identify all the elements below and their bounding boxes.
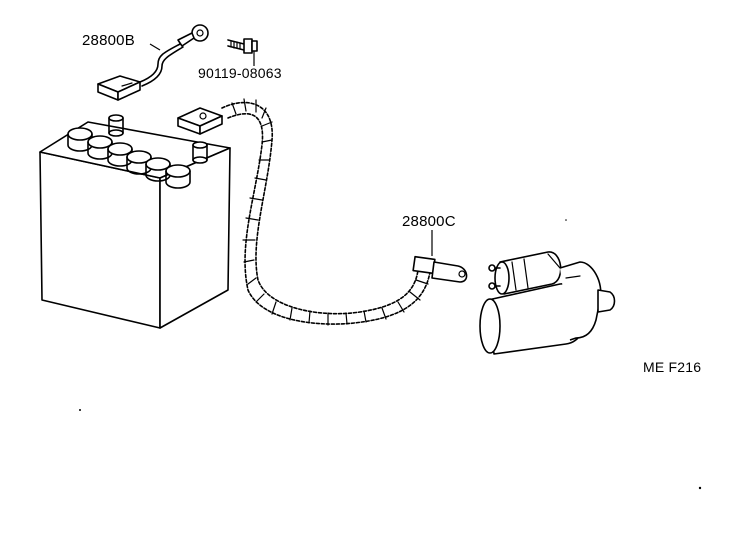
label-90119-08063: 90119-08063 xyxy=(198,65,282,81)
battery-terminal-negative xyxy=(108,114,124,137)
label-28800c: 28800C xyxy=(402,213,456,230)
battery xyxy=(39,114,231,329)
cable-28800c xyxy=(177,98,468,326)
scan-specks xyxy=(79,219,702,490)
battery-terminal-positive xyxy=(192,141,208,164)
label-figure-code: ME F216 xyxy=(643,359,702,375)
starter-motor xyxy=(479,251,616,355)
battery-cell-caps xyxy=(67,127,191,189)
label-28800b: 28800B xyxy=(82,32,135,49)
cable-28800b xyxy=(97,24,209,101)
bolt-90119-08063 xyxy=(227,38,258,63)
